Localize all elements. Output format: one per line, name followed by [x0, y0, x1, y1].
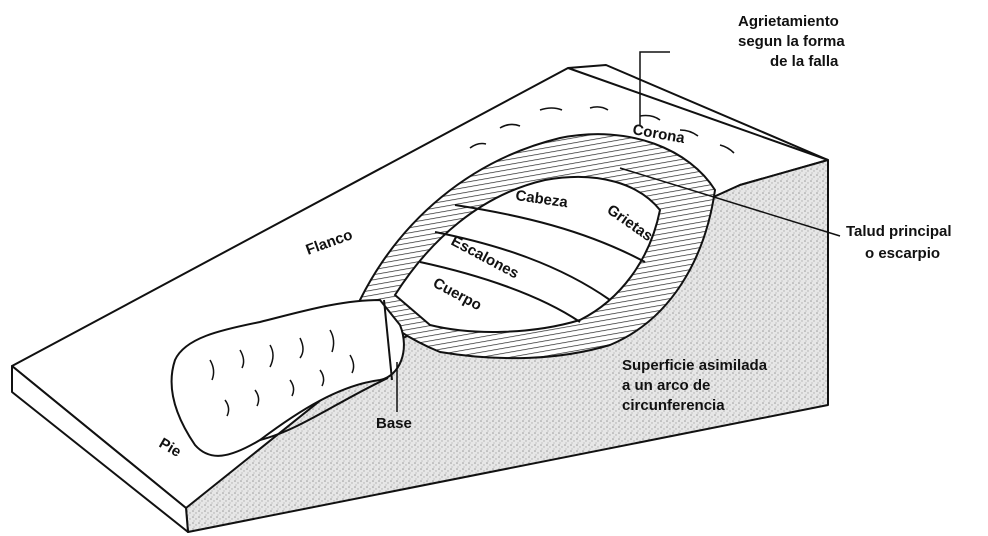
- label-talud-line-1: Talud principal: [846, 223, 952, 240]
- label-talud-line-2: o escarpio: [865, 245, 940, 262]
- label-superficie-line-1: Superficie asimilada: [622, 357, 768, 374]
- label-agrietamiento: Agrietamiento segun la forma de la falla: [738, 13, 849, 70]
- label-agrietamiento-line-3: de la falla: [770, 53, 839, 70]
- label-agrietamiento-line-1: Agrietamiento: [738, 13, 839, 30]
- label-superficie-line-2: a un arco de: [622, 377, 710, 394]
- label-base: Base: [376, 415, 412, 432]
- label-talud: Talud principal o escarpio: [846, 223, 956, 262]
- label-agrietamiento-line-2: segun la forma: [738, 33, 845, 50]
- label-superficie-line-3: circunferencia: [622, 397, 725, 414]
